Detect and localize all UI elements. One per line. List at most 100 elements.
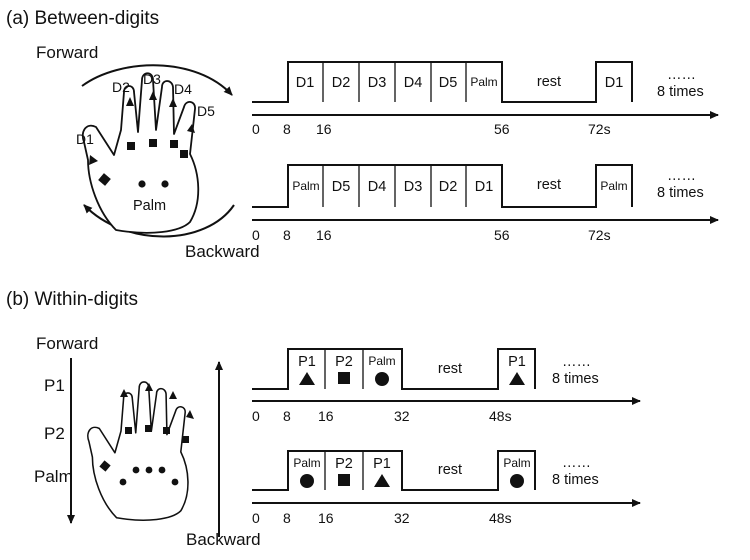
panel-a-between-digits: (a) Between-digits Forward Backward D1 D… [6,8,719,261]
thumb-square-marker [99,460,111,472]
stim-cell-label: D4 [404,75,423,91]
p2-square-marker [182,436,189,443]
palm-dot-marker [158,466,166,474]
repeat-cell-label: Palm [503,456,530,470]
rest-label: rest [438,462,462,478]
rest-label: rest [537,177,561,193]
time-tick: 8 [283,510,291,526]
panel-a-backward-label: Backward [185,242,260,261]
time-tick: 0 [252,227,260,243]
repeat-cell-label: P1 [508,354,526,370]
panel-a-hand-illustration: D1 D2 D3 D4 D5 Palm [76,71,215,234]
d2-triangle-marker [126,97,134,106]
repeat-ellipsis: …… [667,168,696,184]
panel-a-forward-timeline: D1 D2 D3 D4 D5 Palm rest D1 …… 8 times 0… [252,61,719,137]
time-tick: 16 [318,408,334,424]
side-label-p1: P1 [44,376,65,395]
time-tick: 0 [252,121,260,137]
panel-b-backward-label: Backward [186,530,261,549]
time-tick: 56 [494,121,510,137]
repeat-count-note: 8 times [657,185,704,201]
square-icon [338,474,350,486]
panel-b-forward-timeline: P1 P2 Palm rest P1 …… 8 times 0 8 16 32 … [252,348,641,424]
stim-cell-label: P2 [335,354,353,370]
panel-b-hand-illustration [87,381,194,521]
palm-dot-marker [138,180,146,188]
circle-icon [510,474,524,488]
d5-square-marker [180,150,188,158]
time-tick: 16 [316,121,332,137]
stim-cell-label: Palm [293,456,320,470]
time-tick: 8 [283,408,291,424]
time-tick: 72s [588,121,611,137]
hand-label-palm: Palm [133,198,166,214]
block-waveform [252,164,633,208]
triangle-icon [299,372,315,385]
d3-square-marker [149,139,157,147]
stim-cell-label: D4 [368,179,387,195]
palm-dot-marker [132,466,140,474]
hand-label-d3: D3 [143,71,161,87]
repeat-cell-label: D1 [605,75,624,91]
triangle-icon [374,474,390,487]
time-tick: 32 [394,408,410,424]
time-tick: 8 [283,227,291,243]
time-tick: 16 [318,510,334,526]
backward-curved-arrow [83,204,235,238]
stim-cell-label: D3 [404,179,423,195]
time-tick: 0 [252,510,260,526]
panel-b-backward-timeline: Palm P2 P1 rest Palm …… 8 times 0 8 16 3… [252,450,641,526]
time-tick: 0 [252,408,260,424]
time-tick: 48s [489,510,512,526]
d3-triangle-marker [149,91,157,100]
time-tick: 56 [494,227,510,243]
palm-dot-marker [161,180,169,188]
time-tick: 32 [394,510,410,526]
stim-cell-label: D1 [475,179,494,195]
palm-dot-marker [119,478,127,486]
repeat-count-note: 8 times [552,371,599,387]
d1-triangle-marker [89,155,98,165]
repeat-count-note: 8 times [657,84,704,100]
palm-dot-marker [171,478,179,486]
stim-cell-label: Palm [368,354,395,368]
rest-label: rest [537,74,561,90]
panel-a-backward-timeline: Palm D5 D4 D3 D2 D1 rest Palm …… 8 times… [252,164,719,243]
repeat-ellipsis: …… [667,67,696,83]
d2-square-marker [127,142,135,150]
repeat-ellipsis: …… [562,354,591,370]
block-waveform [252,61,633,103]
stim-cell-label: D5 [439,75,458,91]
stim-cell-label: P1 [298,354,316,370]
p2-square-marker [125,427,132,434]
hand-label-d2: D2 [112,79,130,95]
time-tick: 16 [316,227,332,243]
stim-cell-label: D2 [439,179,458,195]
palm-dot-marker [145,466,153,474]
stim-cell-label: D2 [332,75,351,91]
hand-label-d4: D4 [174,81,192,97]
forward-curved-arrow [81,64,233,96]
stim-cell-label: D1 [296,75,315,91]
repeat-ellipsis: …… [562,455,591,471]
p2-square-marker [163,427,170,434]
hand-label-d1: D1 [76,131,94,147]
square-icon [338,372,350,384]
hand-label-d5: D5 [197,103,215,119]
side-label-palm: Palm [34,467,73,486]
circle-icon [375,372,389,386]
stim-cell-label: Palm [470,75,497,89]
panel-b-heading: (b) Within-digits [6,289,138,310]
p2-square-marker [145,425,152,432]
triangle-icon [509,372,525,385]
repeat-count-note: 8 times [552,472,599,488]
rest-label: rest [438,361,462,377]
circle-icon [300,474,314,488]
block-waveform [252,450,536,491]
stim-cell-label: P1 [373,456,391,472]
d1-square-marker [98,173,111,186]
panel-a-heading: (a) Between-digits [6,8,159,29]
panel-b-forward-label: Forward [36,334,98,353]
side-label-p2: P2 [44,424,65,443]
